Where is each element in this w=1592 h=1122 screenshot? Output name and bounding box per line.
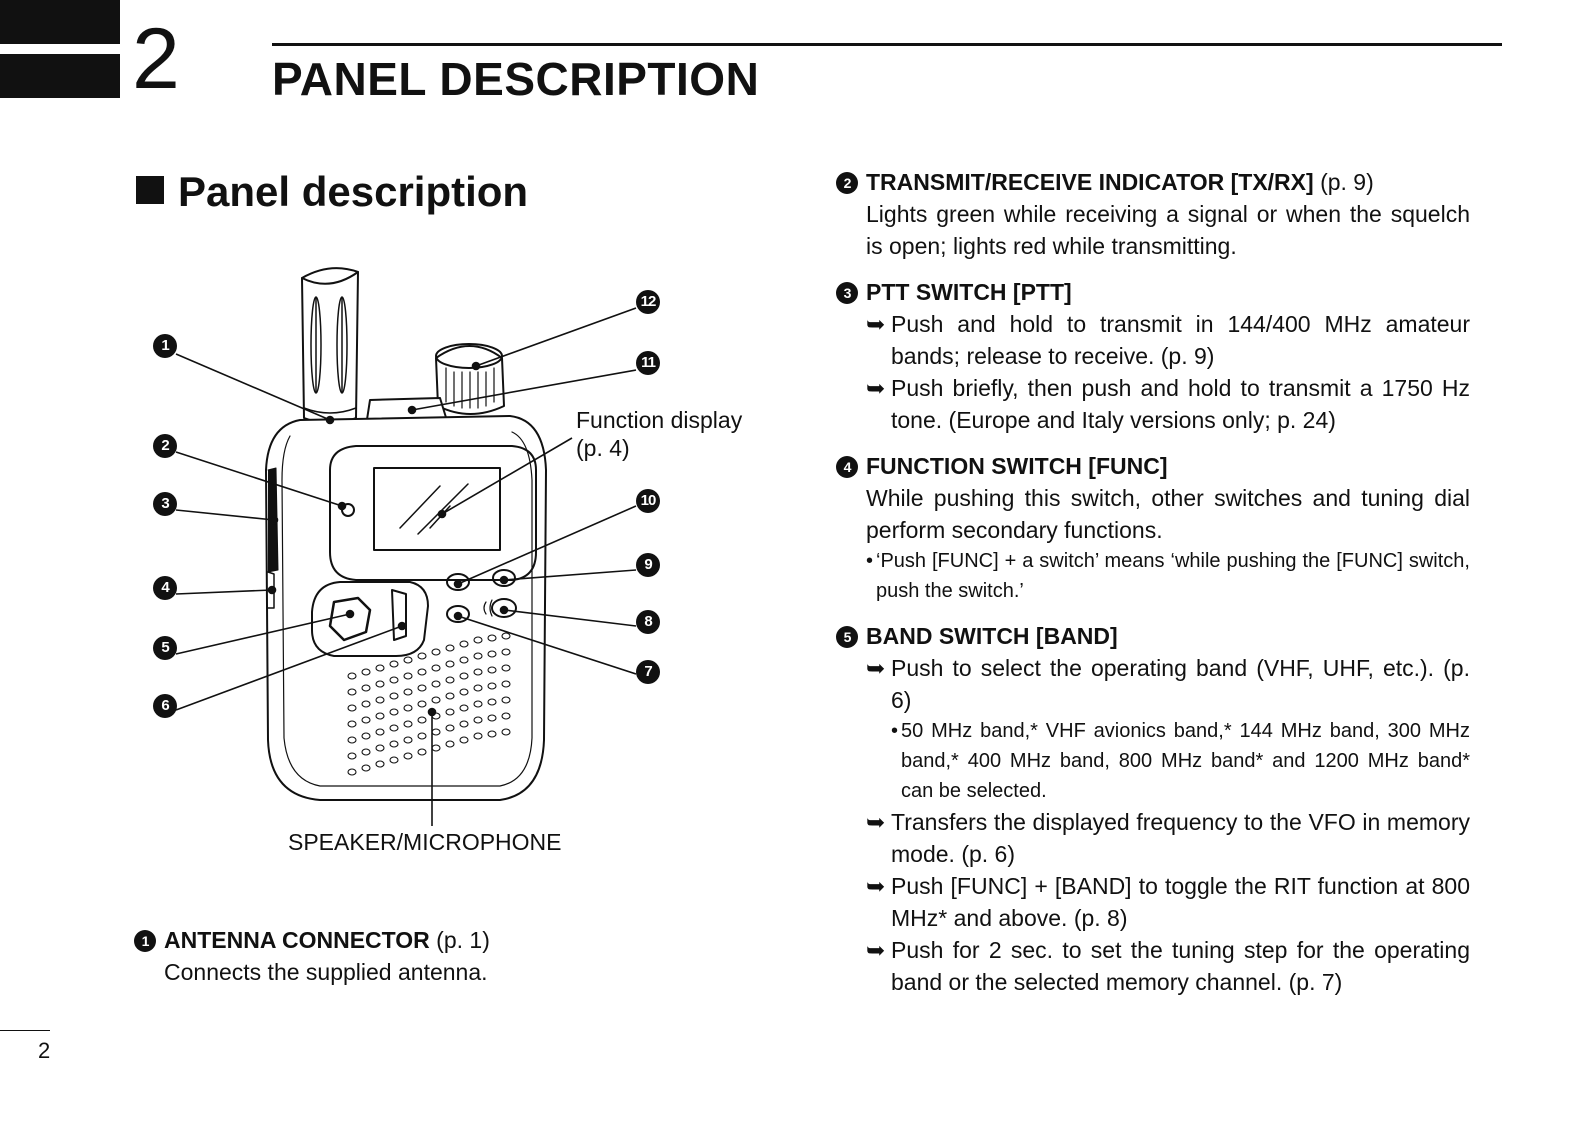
callout-12: 12 <box>636 290 660 314</box>
function-display-label: Function display (p. 4) <box>576 406 742 462</box>
section-title: Panel description <box>136 168 528 216</box>
bullet-item: ➥Transfers the displayed frequency to th… <box>866 806 1470 870</box>
bullet-text: Transfers the displayed frequency to the… <box>891 809 1470 867</box>
callout-11: 11 <box>636 351 660 375</box>
chapter-title: PANEL DESCRIPTION <box>272 53 760 105</box>
arrow-icon: ➥ <box>866 873 886 899</box>
callout-number: 1 <box>153 334 177 358</box>
square-bullet-icon <box>136 176 164 204</box>
item-title: FUNCTION SWITCH [FUNC] <box>866 453 1168 479</box>
bullet-item: ➥Push and hold to transmit in 144/400 MH… <box>866 308 1470 372</box>
callout-2: 2 <box>153 434 177 458</box>
bullet-text: Push to select the operating band (VHF, … <box>891 655 1470 713</box>
item-txrx-indicator: 2 TRANSMIT/RECEIVE INDICATOR [TX/RX] (p. … <box>836 166 1470 262</box>
callout-number: 2 <box>153 434 177 458</box>
arrow-icon: ➥ <box>866 809 886 835</box>
note-text: 50 MHz band,* VHF avionics band,* 144 MH… <box>901 720 1470 802</box>
item-head: 5 BAND SWITCH [BAND] <box>836 620 1470 652</box>
speaker-label: SPEAKER/MICROPHONE <box>288 829 562 855</box>
item-description: While pushing this switch, other switche… <box>866 485 1470 543</box>
page-number-rule <box>0 1030 50 1031</box>
chapter-tab-bar-top <box>0 0 120 44</box>
lcd-display-shape <box>373 467 501 551</box>
bullet-text: Push and hold to transmit in 144/400 MHz… <box>891 311 1470 369</box>
radio-illustration <box>175 267 637 826</box>
bullet-item: ➥Push for 2 sec. to set the tuning step … <box>866 934 1470 998</box>
arrow-icon: ➥ <box>866 937 886 963</box>
chapter-number: 2 <box>132 11 180 107</box>
item-description: Connects the supplied antenna. <box>164 959 488 985</box>
item-title: BAND SWITCH [BAND] <box>866 623 1118 649</box>
item-note: •50 MHz band,* VHF avionics band,* 144 M… <box>891 720 1470 802</box>
callout-5: 5 <box>153 636 177 660</box>
function-display-label-text: Function display <box>576 407 743 433</box>
item-ref: (p. 1) <box>436 927 490 953</box>
callout-number: 8 <box>636 610 660 634</box>
item-function-switch: 4 FUNCTION SWITCH [FUNC] While pushing th… <box>836 450 1470 606</box>
callout-4: 4 <box>153 576 177 600</box>
callout-number: 5 <box>153 636 177 660</box>
bullet-item: ➥Push [FUNC] + [BAND] to toggle the RIT … <box>866 870 1470 934</box>
item-number: 2 <box>836 172 858 194</box>
chapter-rule <box>272 43 1502 46</box>
item-title: TRANSMIT/RECEIVE INDICATOR [TX/RX] <box>866 169 1314 195</box>
callout-number: 9 <box>636 553 660 577</box>
bullet-text: Push [FUNC] + [BAND] to toggle the RIT f… <box>891 873 1470 931</box>
callout-8: 8 <box>636 610 660 634</box>
arrow-icon: ➥ <box>866 311 886 337</box>
item-note: •‘Push [FUNC] + a switch’ means ‘while p… <box>866 550 1470 602</box>
callout-number: 11 <box>636 351 660 375</box>
callout-6: 6 <box>153 694 177 718</box>
item-head: 4 FUNCTION SWITCH [FUNC] <box>836 450 1470 482</box>
callout-10: 10 <box>636 489 660 513</box>
callout-3: 3 <box>153 492 177 516</box>
section-title-text: Panel description <box>178 168 529 215</box>
callout-number: 4 <box>153 576 177 600</box>
callout-number: 6 <box>153 694 177 718</box>
callout-number: 3 <box>153 492 177 516</box>
callout-1: 1 <box>153 334 177 358</box>
item-head: 1 ANTENNA CONNECTOR (p. 1) <box>134 924 694 956</box>
item-description: Lights green while receiving a signal or… <box>866 201 1470 259</box>
bullet-item: ➥Push to select the operating band (VHF,… <box>866 652 1470 716</box>
item-number: 1 <box>134 930 156 952</box>
note-text: ‘Push [FUNC] + a switch’ means ‘while pu… <box>876 550 1470 602</box>
item-title: PTT SWITCH [PTT] <box>866 279 1072 305</box>
bullet-item: ➥Push briefly, then push and hold to tra… <box>866 372 1470 436</box>
function-display-label-ref: (p. 4) <box>576 435 630 461</box>
arrow-icon: ➥ <box>866 655 886 681</box>
callout-7: 7 <box>636 660 660 684</box>
bullet-text: Push for 2 sec. to set the tuning step f… <box>891 937 1470 995</box>
item-number: 3 <box>836 282 858 304</box>
item-head: 2 TRANSMIT/RECEIVE INDICATOR [TX/RX] (p. … <box>836 166 1470 198</box>
page-number: 2 <box>38 1038 51 1063</box>
item-ref: (p. 9) <box>1320 169 1374 195</box>
item-ptt-switch: 3 PTT SWITCH [PTT] ➥Push and hold to tran… <box>836 276 1470 436</box>
callout-number: 10 <box>636 489 660 513</box>
right-column: 2 TRANSMIT/RECEIVE INDICATOR [TX/RX] (p. … <box>836 166 1470 998</box>
item-head: 3 PTT SWITCH [PTT] <box>836 276 1470 308</box>
item-antenna-connector: 1 ANTENNA CONNECTOR (p. 1) Connects the s… <box>134 924 694 988</box>
callout-number: 12 <box>636 290 660 314</box>
arrow-icon: ➥ <box>866 375 886 401</box>
item-title: ANTENNA CONNECTOR <box>164 927 430 953</box>
chapter-tab-bar-bottom <box>0 54 120 98</box>
item-number: 4 <box>836 456 858 478</box>
callout-number: 7 <box>636 660 660 684</box>
bullet-text: Push briefly, then push and hold to tran… <box>891 375 1470 433</box>
leader-lines <box>175 307 637 826</box>
item-number: 5 <box>836 626 858 648</box>
callout-9: 9 <box>636 553 660 577</box>
